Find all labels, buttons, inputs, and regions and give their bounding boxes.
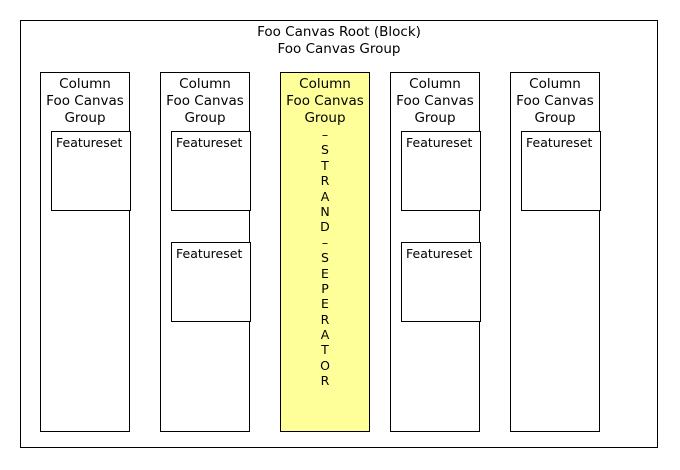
featureset-box: Featureset	[171, 242, 251, 322]
featureset-label: Featureset	[176, 246, 243, 261]
column-title-line1: Column	[409, 76, 461, 92]
column-title-line3: Group	[304, 110, 346, 126]
featureset-box: Featureset	[401, 242, 481, 322]
featureset-box: Featureset	[51, 131, 131, 211]
root-title: Foo Canvas Root (Block) Foo Canvas Group	[21, 24, 657, 58]
strand-char: P	[321, 280, 329, 296]
column-title-line2: Foo Canvas	[516, 93, 594, 109]
column-5: Column Foo Canvas Group Featureset	[510, 72, 601, 432]
column-1: Column Foo Canvas Group Featureset	[40, 72, 131, 432]
featureset-label: Featureset	[526, 135, 593, 150]
column-title-line3: Group	[64, 110, 106, 126]
strand-char: S	[321, 250, 329, 266]
column-title-line2: Foo Canvas	[396, 93, 474, 109]
strand-char: O	[320, 357, 330, 373]
root-title-line1: Foo Canvas Root (Block)	[257, 24, 421, 40]
strand-char: N	[320, 203, 330, 219]
column-title: Column Foo Canvas Group	[511, 76, 599, 127]
column-title-line2: Foo Canvas	[46, 93, 124, 109]
strand-char: R	[320, 311, 330, 327]
strand-char: –	[321, 234, 329, 250]
column-title-line1: Column	[299, 76, 351, 92]
featureset-box: Featureset	[171, 131, 251, 211]
strand-char: A	[320, 327, 330, 343]
strand-char: D	[320, 219, 330, 235]
column-title-line3: Group	[184, 110, 226, 126]
strand-char: E	[321, 296, 329, 312]
column-title-line2: Foo Canvas	[286, 93, 364, 109]
column-4: Column Foo Canvas Group Featureset Featu…	[390, 72, 481, 432]
column-title: Column Foo Canvas Group	[161, 76, 249, 127]
column-title-line1: Column	[529, 76, 581, 92]
root-title-line2: Foo Canvas Group	[277, 41, 401, 57]
featureset-label: Featureset	[56, 135, 123, 150]
column-title-line3: Group	[534, 110, 576, 126]
column-title-line1: Column	[59, 76, 111, 92]
featureset-label: Featureset	[406, 135, 473, 150]
strand-char: R	[320, 373, 330, 389]
strand-separator-label: – S T R A N D – S E P E R A T O R	[281, 127, 369, 389]
column-title-line1: Column	[179, 76, 231, 92]
column-title: Column Foo Canvas Group	[391, 76, 479, 127]
featureset-label: Featureset	[406, 246, 473, 261]
featureset-label: Featureset	[176, 135, 243, 150]
strand-char: –	[321, 127, 329, 142]
strand-char: E	[321, 265, 329, 281]
column-title-line2: Foo Canvas	[166, 93, 244, 109]
column-2: Column Foo Canvas Group Featureset Featu…	[160, 72, 251, 432]
strand-char: T	[321, 342, 329, 358]
column-title: Column Foo Canvas Group	[281, 76, 369, 127]
strand-char: S	[321, 142, 329, 158]
strand-char: A	[320, 188, 330, 204]
column-strand-separator: Column Foo Canvas Group – S T R A N D – …	[280, 72, 370, 432]
strand-char: T	[321, 157, 329, 173]
strand-char: R	[320, 173, 330, 189]
column-title: Column Foo Canvas Group	[41, 76, 129, 127]
featureset-box: Featureset	[401, 131, 481, 211]
column-title-line3: Group	[414, 110, 456, 126]
canvas-root-block: Foo Canvas Root (Block) Foo Canvas Group…	[20, 20, 658, 448]
featureset-box: Featureset	[521, 131, 601, 211]
